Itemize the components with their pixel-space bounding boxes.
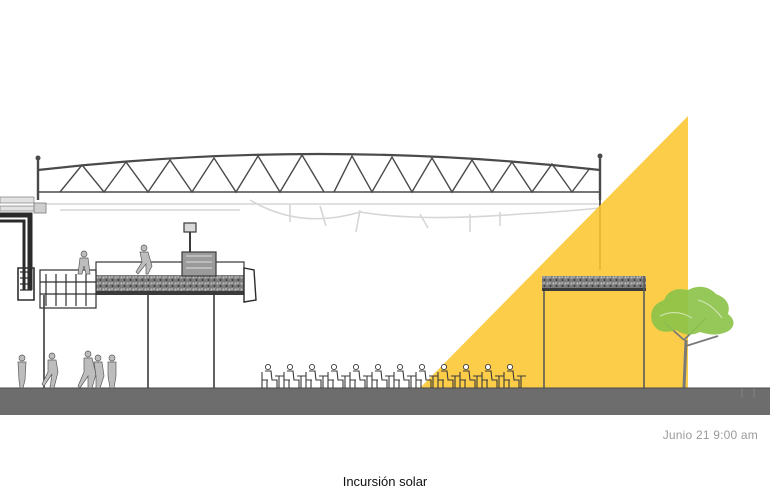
roof-truss	[36, 152, 602, 200]
seated-diner	[503, 363, 526, 388]
seated-diner	[415, 363, 438, 388]
left-adjacent-structure	[0, 196, 47, 290]
timestamp-label: Junio 21 9:00 am	[662, 428, 758, 442]
sun-beam	[420, 116, 688, 388]
figure-caption: Incursión solar	[342, 474, 428, 489]
seated-diner	[459, 363, 482, 388]
seated-diner	[349, 363, 372, 388]
ground-slab	[0, 388, 770, 415]
roof-end-cap-left	[35, 155, 41, 161]
mezzanine-columns	[43, 295, 215, 388]
mezzanine-railing	[95, 261, 245, 275]
seated-diner	[327, 363, 350, 388]
seated-diner	[393, 363, 416, 388]
mezzanine-booth	[181, 222, 217, 277]
background-ghost-structure	[44, 199, 601, 233]
mezzanine-end-detail	[243, 267, 257, 303]
ground-edge-marks	[741, 388, 755, 398]
seated-diner	[283, 363, 306, 388]
seated-diner	[261, 363, 284, 388]
people-ground-left	[17, 350, 117, 389]
roof-end-cap-right	[597, 153, 603, 159]
seated-diner	[305, 363, 328, 388]
seated-diner	[437, 363, 460, 388]
people-mezzanine	[77, 244, 153, 275]
tree	[651, 286, 734, 389]
right-canopy-box	[542, 276, 646, 388]
mezzanine-stair	[17, 267, 97, 309]
seated-diner	[481, 363, 504, 388]
seated-diners-row	[261, 363, 526, 388]
seated-diner	[371, 363, 394, 388]
